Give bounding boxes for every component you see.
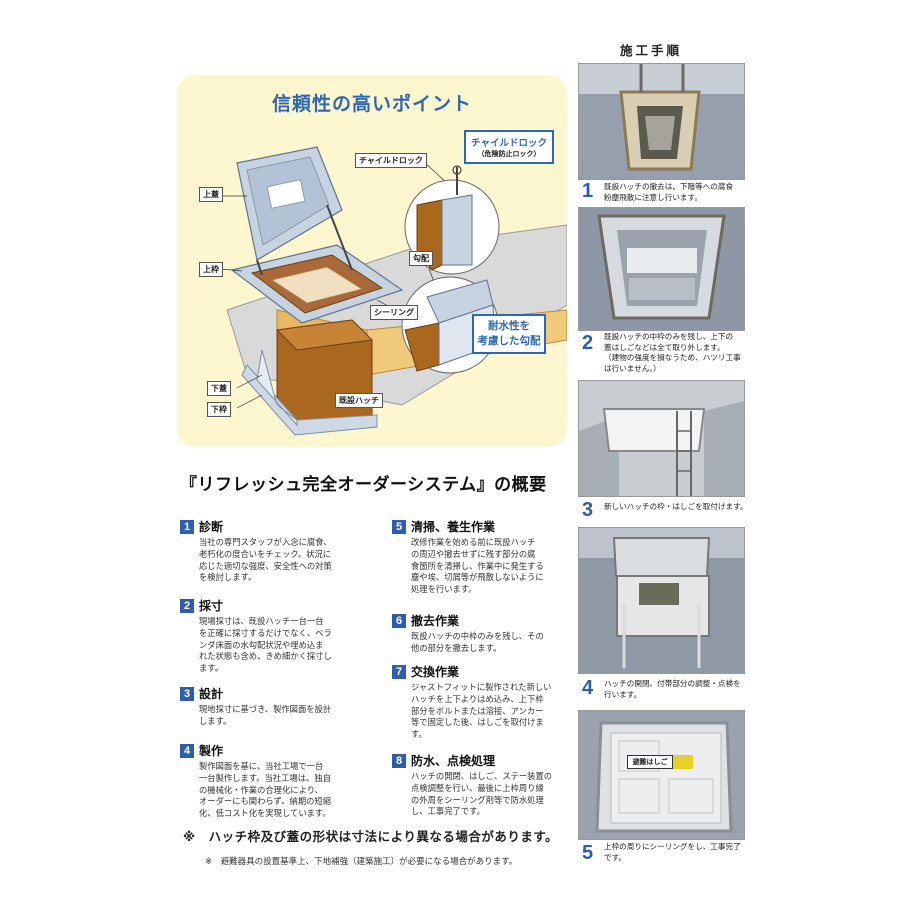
procedure-title: 施工手順 xyxy=(620,43,683,58)
child-lock-box-sub: （危険防止ロック） xyxy=(477,150,541,158)
step-number-badge: 4 xyxy=(180,743,194,758)
procedure-num-5: 5 xyxy=(582,842,594,864)
procedure-num-1: 1 xyxy=(582,180,594,202)
step-title: 製作 xyxy=(199,744,224,758)
label-top-lid: 上蓋 xyxy=(199,187,223,202)
procedure-text-5: 上枠の周りにシーリングをし、工事完了 です。 xyxy=(604,842,741,862)
step-description: 現地採寸に基づき、製作図面を設計 します。 xyxy=(199,704,332,726)
step-title: 撤去作業 xyxy=(411,614,460,628)
step-title: 防水、点検処理 xyxy=(411,754,496,768)
water-box-line2: 考慮した勾配 xyxy=(477,335,541,347)
step-description: ジャストフィットに製作された新しい ハッチを上下よりはめ込み、上下枠 部分をボル… xyxy=(411,682,552,740)
hatch-diagram xyxy=(220,146,567,436)
procedure-photo-3 xyxy=(578,380,745,497)
step-4: 4 製作製作図面を基に、当社工場で一台 一台製作します。当社工場は、独自 の機械化… xyxy=(180,742,365,820)
step-title: 清掃、養生作業 xyxy=(411,520,496,534)
step-number-badge: 1 xyxy=(180,519,194,534)
label-child-lock: チャイルドロック xyxy=(355,153,427,168)
escape-ladder-sign: 避難はしご xyxy=(627,755,673,769)
step-8: 8 防水、点検処理ハッチの開閉、はしご、ステー装置の 点検調整を行い、最後に上枠周… xyxy=(392,752,577,818)
step-header: 1 診断 xyxy=(180,518,365,535)
water-box-line1: 耐水性を xyxy=(488,320,530,332)
step-6: 6 撤去作業既設ハッチの中枠のみを残し、その 他の部分を撤去します。 xyxy=(392,612,577,655)
step-header: 7 交換作業 xyxy=(392,663,577,680)
step-number-badge: 6 xyxy=(392,613,406,628)
panel-title: 信頼性の高いポイント xyxy=(271,93,472,115)
step-2: 2 採寸現場採寸は、既設ハッチ一台一台 を正確に採寸するだけでなく、ベラ ンダ床面… xyxy=(180,597,365,675)
procedure-photo-5 xyxy=(578,710,745,840)
step-number-badge: 3 xyxy=(180,686,194,701)
procedure-num-4: 4 xyxy=(582,677,594,699)
step-header: 3 設計 xyxy=(180,685,365,702)
step-1: 1 診断当社の専門スタッフが入念に腐食、 老朽化の度合いをチェック。状況に 応じた… xyxy=(180,518,365,584)
procedure-photo-2 xyxy=(578,207,745,331)
step-description: ハッチの開閉、はしご、ステー装置の 点検調整を行い、最後に上枠周り縁 の外周をシ… xyxy=(411,771,553,817)
step-number-badge: 8 xyxy=(392,753,406,768)
step-header: 5 清掃、養生作業 xyxy=(392,518,577,535)
step-7: 7 交換作業ジャストフィットに製作された新しい ハッチを上下よりはめ込み、上下枠 … xyxy=(392,663,577,741)
step-header: 8 防水、点検処理 xyxy=(392,752,577,769)
child-lock-box: チャイルドロック （危険防止ロック） xyxy=(464,130,554,164)
step-number-badge: 5 xyxy=(392,519,406,534)
step-title: 採寸 xyxy=(199,599,224,613)
step-title: 診断 xyxy=(199,520,224,534)
step-description: 現場採寸は、既設ハッチ一台一台 を正確に採寸するだけでなく、ベラ ンダ床面の水勾… xyxy=(199,616,332,674)
note-shape: ※ ハッチ枠及び蓋の形状は寸法により異なる場合があります。 xyxy=(183,829,559,844)
procedure-photo-4 xyxy=(578,527,745,674)
label-slope: 勾配 xyxy=(409,251,433,266)
procedure-text-1: 既設ハッチの撤去は、下階等への腐食 粉塵飛散に注意し行います。 xyxy=(604,182,734,202)
note-reinforcement: ※ 避難器具の設置基準上、下地補強（建築施工）が必要になる場合があります。 xyxy=(205,857,518,867)
label-sealing: シーリング xyxy=(370,305,418,320)
procedure-num-3: 3 xyxy=(582,499,594,521)
label-bottom-lid: 下蓋 xyxy=(207,381,231,396)
step-header: 6 撤去作業 xyxy=(392,612,577,629)
step-title: 交換作業 xyxy=(411,665,460,679)
step-number-badge: 7 xyxy=(392,664,406,679)
procedure-text-2: 既設ハッチの中枠のみを残し、上下の 蓋はしごなどは全て取り外します。 （建物の強… xyxy=(604,332,741,373)
step-3: 3 設計現地採寸に基づき、製作図面を設計 します。 xyxy=(180,685,365,728)
label-bottom-frame: 下枠 xyxy=(207,402,231,417)
water-resistance-box: 耐水性を 考慮した勾配 xyxy=(472,314,546,354)
procedure-text-4: ハッチの開閉、付帯部分の調整・点検を 行います。 xyxy=(604,679,741,699)
step-description: 製作図面を基に、当社工場で一台 一台製作します。当社工場は、独自 の機械化・作業… xyxy=(199,761,332,819)
step-description: 当社の専門スタッフが入念に腐食、 老朽化の度合いをチェック。状況に 応じた適切な… xyxy=(199,537,332,583)
overview-title: 『リフレッシュ完全オーダーシステム』の概要 xyxy=(180,475,547,495)
step-number-badge: 2 xyxy=(180,598,194,613)
procedure-text-3: 新しいハッチの枠・はしごを取付けます。 xyxy=(604,502,748,511)
step-5: 5 清掃、養生作業改修作業を始める前に既設ハッチ の周辺や撤去せずに残す部分の腐 … xyxy=(392,518,577,596)
procedure-num-2: 2 xyxy=(582,332,594,354)
step-header: 2 採寸 xyxy=(180,597,365,614)
label-top-frame: 上枠 xyxy=(199,262,223,277)
label-existing-hatch: 既設ハッチ xyxy=(335,393,383,408)
step-description: 改修作業を始める前に既設ハッチ の周辺や撤去せずに残す部分の腐 食箇所を清掃し、… xyxy=(411,537,544,595)
procedure-photo-1 xyxy=(578,63,745,180)
reliability-panel: 信頼性の高いポイント xyxy=(177,75,567,447)
step-header: 4 製作 xyxy=(180,742,365,759)
step-description: 既設ハッチの中枠のみを残し、その 他の部分を撤去します。 xyxy=(411,631,544,653)
child-lock-box-title: チャイルドロック xyxy=(471,138,547,149)
step-title: 設計 xyxy=(199,687,224,701)
